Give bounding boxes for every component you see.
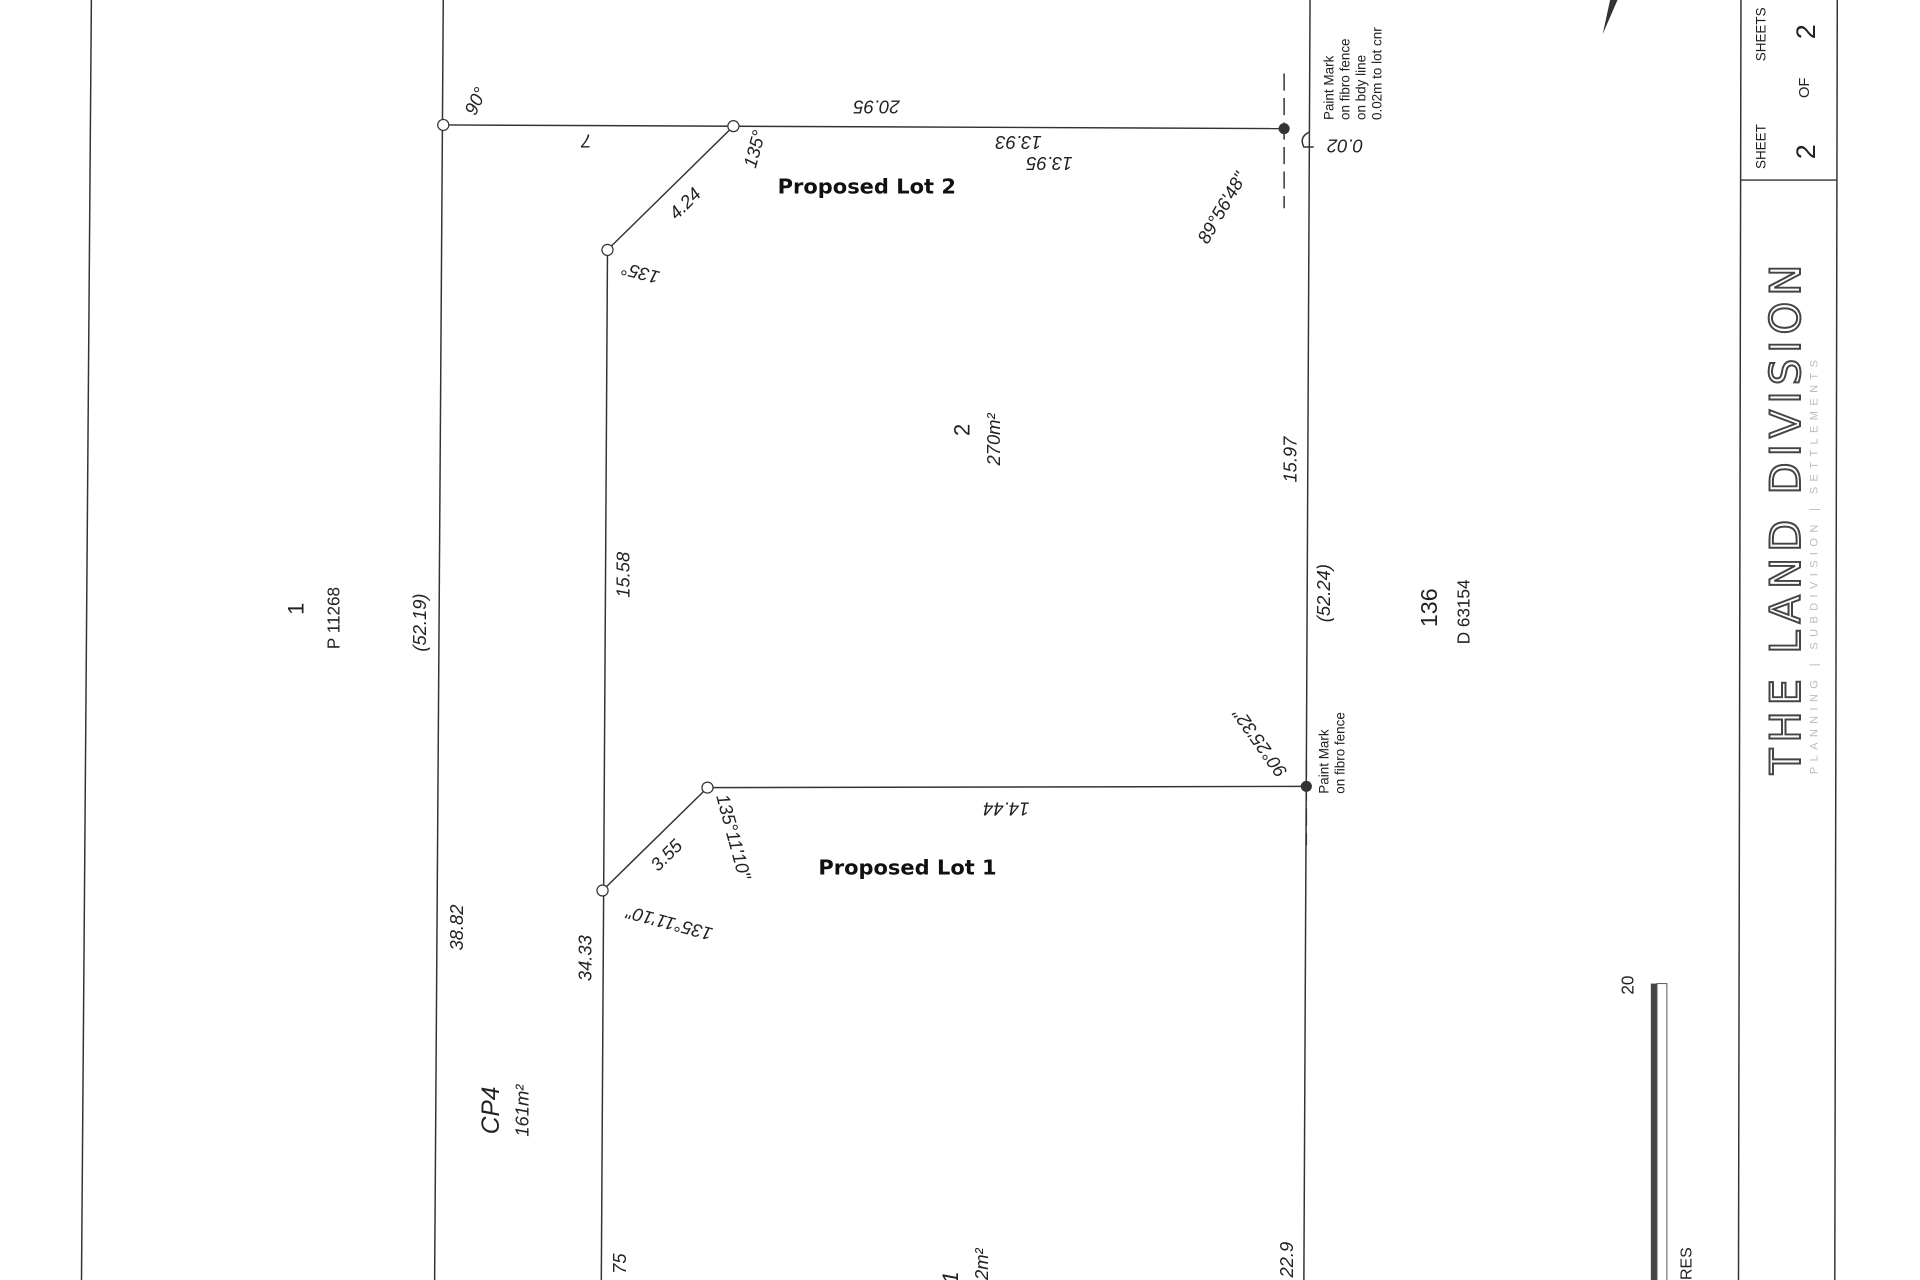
dimension-label: 3.55	[646, 834, 687, 875]
cp4-label: CP4	[478, 1087, 505, 1135]
note-line: Paint Mark	[1317, 729, 1332, 794]
dimension-label: 0.02	[1327, 136, 1363, 157]
west-lot-number: 1	[284, 603, 309, 615]
angle-label: 135°11'10"	[623, 902, 715, 945]
lot2-area: 270m²	[983, 413, 1004, 467]
peg-icon	[437, 118, 450, 132]
east-plan-ref: D 63154	[1453, 579, 1473, 644]
angle-label: 89°56'48"	[1193, 167, 1252, 247]
note-line: 0.02m to lot cnr	[1370, 27, 1385, 120]
sheets-label: SHEETS	[1754, 7, 1769, 61]
dimension-label: 22.9	[1276, 1242, 1297, 1279]
dimension-label: 75	[609, 1253, 630, 1274]
scale-bar-light	[1656, 983, 1668, 1280]
scale-bar-dark	[1650, 983, 1658, 1280]
company-logo: THE LAND DIVISION	[1761, 260, 1810, 775]
sheets-total: 2	[1791, 24, 1821, 39]
dimension-label: 15.97	[1279, 436, 1300, 483]
dimension-label: 4.24	[665, 183, 705, 223]
angle-label: 135°	[619, 258, 661, 288]
north-boundary	[443, 124, 1285, 130]
lot-division-line	[707, 785, 1307, 789]
cp4-area: 161m²	[511, 1084, 532, 1137]
survey-marks	[437, 118, 1312, 897]
lot2-number: 2	[949, 424, 974, 436]
lot1-diagonal	[602, 787, 709, 892]
lot2-label: Proposed Lot 2	[778, 175, 956, 199]
peg-icon	[601, 243, 614, 256]
internal-west-line	[600, 249, 609, 1280]
paint-mark-note-mid: Paint Mark on fibro fence	[1317, 712, 1348, 794]
peg-icon	[596, 884, 609, 897]
dimension-label: 13.95	[1026, 153, 1073, 174]
sheet-number: 2	[1791, 144, 1821, 159]
scale-max-label: 20	[1617, 976, 1637, 995]
dimension-label: 34.33	[574, 934, 595, 981]
note-line: on fibro fence	[1338, 38, 1353, 120]
of-label: OF	[1797, 78, 1813, 98]
scale-units-label: RES	[1679, 1247, 1696, 1280]
paint-mark-icon	[1278, 123, 1290, 135]
title-block: SHEET 2 OF SHEETS 2 THE LAND DIVISION PL…	[1737, 0, 1839, 1280]
dimension-label: (52.19)	[409, 593, 430, 651]
dimension-label: 14.44	[983, 798, 1029, 819]
lot2-diagonal	[606, 125, 734, 251]
paint-mark-icon	[1300, 780, 1312, 792]
east-lot-number: 136	[1416, 588, 1442, 627]
note-line: Paint Mark	[1321, 55, 1336, 120]
north-arrow-icon	[1602, 0, 1618, 35]
dimension-label: 20.95	[853, 96, 901, 117]
note-line: on bdy line	[1354, 55, 1369, 120]
dimension-label: 15.58	[613, 551, 634, 598]
offset-leader	[1301, 131, 1314, 148]
angle-label: 135°	[739, 128, 769, 170]
dimension-label: 13.93	[995, 132, 1042, 153]
west-plan-ref: P 11268	[323, 587, 343, 649]
title-block-border	[1834, 0, 1839, 1280]
east-boundary	[1303, 0, 1311, 1280]
peg-icon	[701, 781, 714, 794]
dimension-label: (52.24)	[1313, 564, 1334, 622]
company-tagline: PLANNING | SUBDIVISION | SETTLEMENTS	[1808, 358, 1820, 774]
angle-label: 135°11'10"	[712, 792, 756, 883]
angle-label: 90°	[460, 84, 491, 118]
angle-label: 90°25'32"	[1228, 704, 1292, 782]
sheet-border-left	[80, 0, 93, 1280]
note-line: on fibro fence	[1333, 712, 1348, 794]
lot1-area: 2m²	[971, 1248, 992, 1280]
lot1-label: Proposed Lot 1	[818, 856, 996, 880]
boundary-lines	[80, 0, 1314, 1280]
sheet-label: SHEET	[1754, 124, 1769, 169]
west-boundary	[433, 0, 445, 1280]
paint-mark-note-top: Paint Mark on fibro fence on bdy line 0.…	[1321, 27, 1384, 120]
scale-bar: 20 RES	[1617, 976, 1696, 1280]
dimension-label: 38.82	[446, 905, 467, 951]
title-block-border	[1737, 0, 1742, 1280]
lot1-number: 1	[938, 1271, 963, 1280]
peg-icon	[727, 120, 740, 133]
dimension-label: 7	[581, 131, 592, 152]
